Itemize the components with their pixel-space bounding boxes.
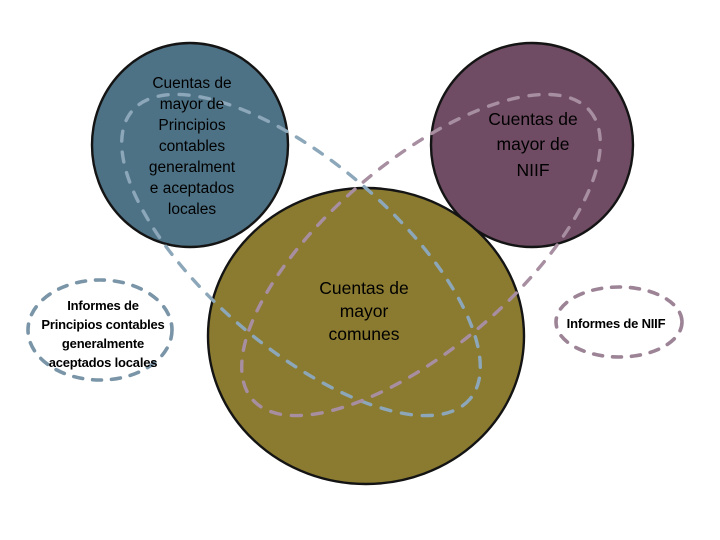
niif-accounts-label: Cuentas de mayor de NIIF (488, 109, 578, 180)
local-reports-label-line: Principios contables (41, 317, 164, 332)
local-reports-label: Informes de Principios contables general… (41, 298, 164, 370)
local-gaap-label-line: e aceptados (150, 180, 235, 197)
common-label-line: comunes (328, 324, 399, 344)
niif-label-line: mayor de (497, 134, 570, 154)
local-reports-label-line: Informes de (67, 298, 138, 313)
local-gaap-label-line: mayor de (160, 96, 225, 113)
local-gaap-label-line: generalment (149, 159, 236, 176)
local-reports-label-line: aceptados locales (49, 355, 158, 370)
niif-label-line: Cuentas de (488, 109, 578, 129)
local-gaap-accounts-circle (90, 41, 290, 249)
local-flow-dashed-ellipse (120, 92, 482, 418)
niif-flow-dashed-ellipse (240, 92, 602, 418)
local-gaap-accounts-label: Cuentas de mayor de Principios contables… (149, 75, 236, 218)
common-label-line: Cuentas de (319, 278, 409, 298)
niif-label-line: NIIF (516, 160, 549, 180)
local-gaap-label-line: Principios (158, 117, 225, 134)
common-accounts-label: Cuentas de mayor comunes (319, 278, 409, 344)
local-gaap-label-line: contables (159, 138, 226, 155)
niif-reports-label-line: Informes de NIIF (567, 316, 666, 331)
niif-reports-dashed-ellipse (554, 285, 684, 359)
local-gaap-label-line: Cuentas de (152, 75, 231, 92)
common-label-line: mayor (340, 301, 389, 321)
niif-accounts-circle (429, 41, 635, 249)
local-reports-dashed-ellipse (26, 278, 174, 382)
niif-reports-label: Informes de NIIF (567, 316, 666, 331)
local-reports-label-line: generalmente (62, 336, 144, 351)
local-gaap-label-line: locales (168, 201, 216, 218)
